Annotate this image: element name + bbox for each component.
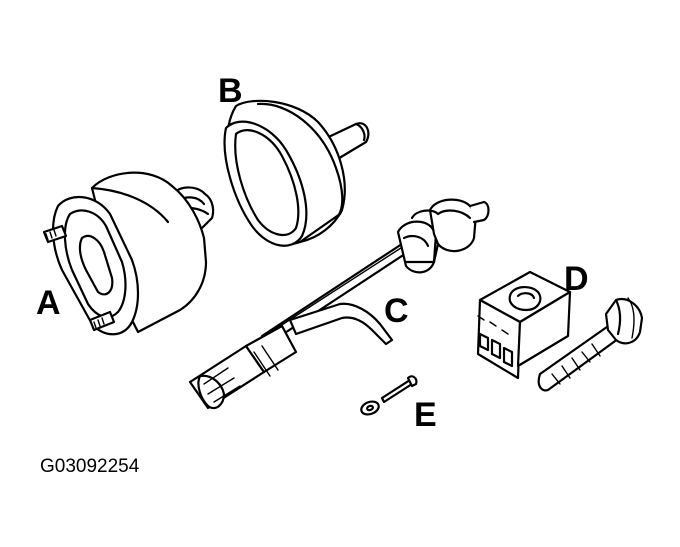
label-b: B bbox=[218, 72, 243, 110]
part-a-bell-housing bbox=[44, 173, 213, 335]
label-e: E bbox=[414, 396, 437, 434]
label-a: A bbox=[36, 284, 61, 322]
part-e-pin-and-washer bbox=[359, 376, 416, 416]
figure-code: G03092254 bbox=[40, 456, 140, 477]
part-c-puller bbox=[190, 200, 489, 408]
part-d-block-and-bolt bbox=[478, 272, 642, 390]
part-b-sleeve bbox=[225, 101, 369, 246]
label-c: C bbox=[384, 292, 409, 330]
label-d: D bbox=[564, 260, 589, 298]
